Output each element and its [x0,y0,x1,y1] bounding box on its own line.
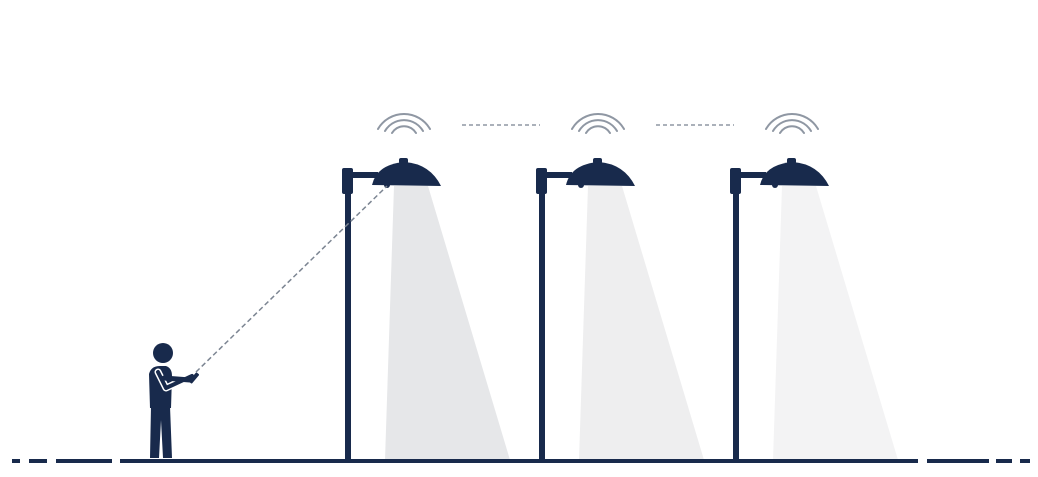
lamp-arm [544,172,572,178]
lamp-sensor [578,182,584,188]
light-beam-2 [579,186,704,460]
pole-cap [730,168,741,194]
lamp-head [760,162,829,186]
lamp-knob [787,158,796,164]
wifi-signal-icon [571,112,625,134]
wifi-signal-icon [765,112,819,134]
lamp-head [372,162,441,186]
remote-control-icon [189,372,199,384]
light-beam-1 [385,186,510,460]
person-legs [150,406,172,458]
streetlight-3 [730,158,829,461]
pole-cap [342,168,353,194]
lamp-knob [399,158,408,164]
person-arm-back [161,375,193,383]
lamp-knob [593,158,602,164]
pole-cap [536,168,547,194]
lamp-arm [350,172,378,178]
lamp-sensor [772,182,778,188]
lamp-arm [738,172,766,178]
streetlight-2 [536,158,635,461]
person-with-remote [149,343,199,458]
wifi-signal-icon [377,112,431,134]
lamp-head [566,162,635,186]
pole [539,170,545,461]
pole [345,170,351,461]
person-head [153,343,173,363]
pole [733,170,739,461]
light-beam-3 [773,186,898,460]
remote-signal-line [195,185,388,373]
